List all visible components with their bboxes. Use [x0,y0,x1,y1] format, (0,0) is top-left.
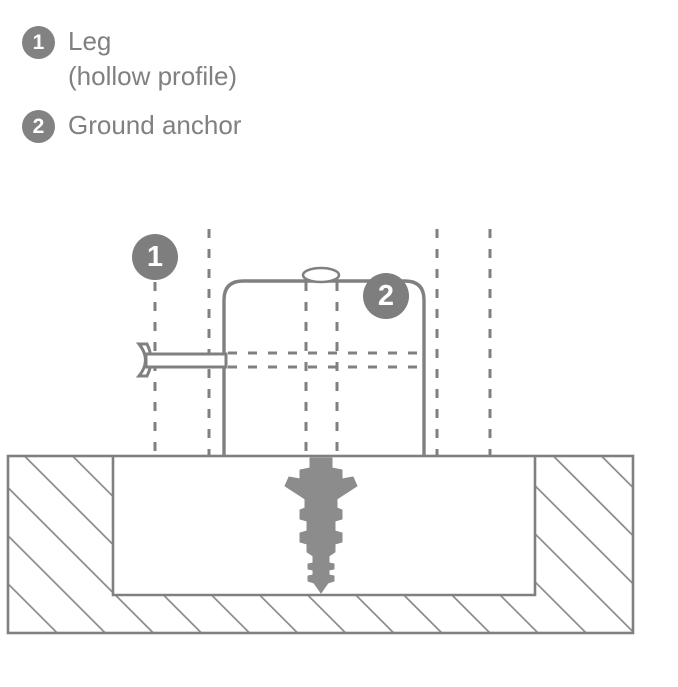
callout-badge-1: 1 [132,234,178,280]
legend-label-leg: Leg (hollow profile) [68,26,238,91]
legend: 1 Leg (hollow profile) 2 Ground anchor [22,24,442,157]
center-lines [153,229,492,456]
legend-item-ground-anchor: 2 Ground anchor [22,108,442,143]
callout-badge-2: 2 [363,273,409,319]
leg-hollow-profile [222,266,426,456]
legend-badge-1: 1 [22,26,55,59]
foundation-outline [6,454,635,635]
foundation-cavity-outline [111,456,537,597]
legend-badge-2: 2 [22,110,55,143]
ground-anchor-body [284,457,358,594]
bolt-fastener [135,342,228,378]
ground-anchor [284,457,358,594]
legend-label-ground-anchor: Ground anchor [68,110,242,140]
legend-item-leg: 1 Leg (hollow profile) [22,24,442,94]
bolt-shaft [144,352,228,369]
leg-screw-head-cap [301,266,341,284]
